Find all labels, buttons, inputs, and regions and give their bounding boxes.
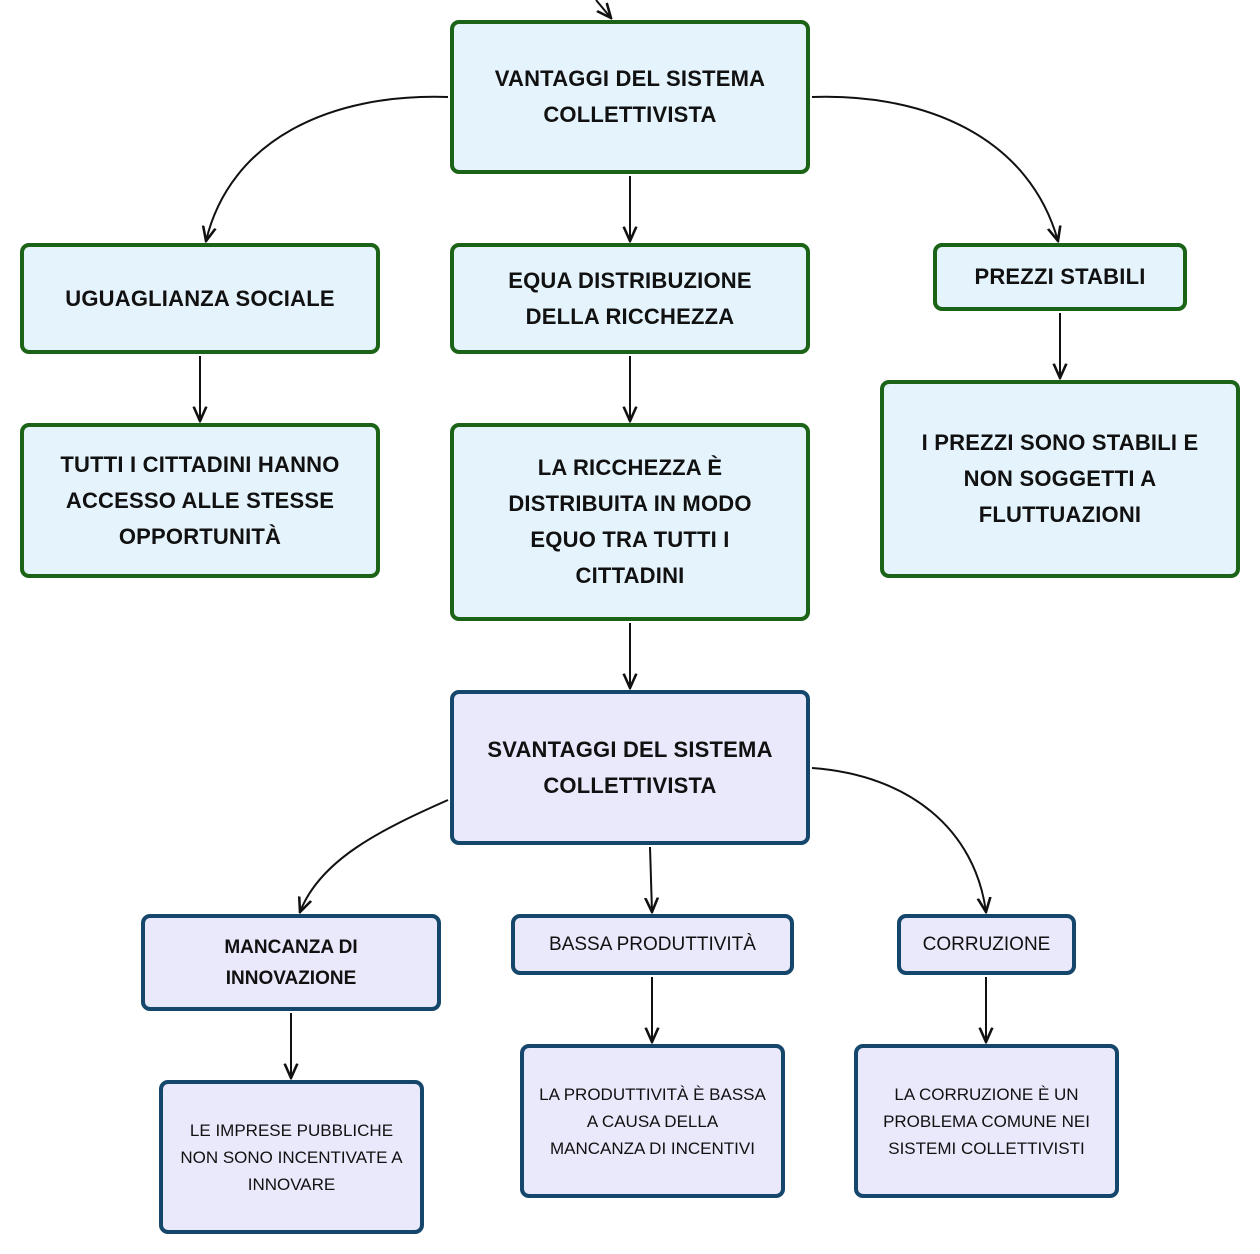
node-text: ACCESSO ALLE STESSE [65,487,335,513]
node-text: EQUO TRA TUTTI I [530,527,730,552]
node-text: COLLETTIVISTA [543,772,717,798]
node-text: A CAUSA DELLA [586,1111,719,1131]
node-equa-distribuzione: EQUA DISTRIBUZIONE DELLA RICCHEZZA [450,243,810,354]
edge-vantaggi-uguaglianza [206,95,449,241]
node-text: DELLA RICCHEZZA [525,303,735,329]
node-text: I PREZZI SONO STABILI E [921,430,1199,455]
node-text: OPPORTUNITÀ [118,523,282,549]
node-produttivita-bassa: LA PRODUTTIVITÀ È BASSA A CAUSA DELLA MANC… [520,1044,785,1198]
node-prezzi-stabili: PREZZI STABILI [933,243,1187,311]
node-text: TUTTI I CITTADINI HANNO [60,451,340,477]
node-text: INNOVAZIONE [225,967,357,989]
edge-svantaggi-innovazione [300,799,449,912]
node-text: MANCANZA DI INCENTIVI [550,1138,755,1158]
node-text: EQUA DISTRIBUZIONE [508,267,752,293]
node-ricchezza-distribuita: LA RICCHEZZA È DISTRIBUITA IN MODO EQUO TR… [450,423,810,621]
node-bassa-produttivita: BASSA PRODUTTIVITÀ [511,914,794,975]
node-text: SVANTAGGI DEL SISTEMA [487,736,773,762]
node-uguaglianza-sociale: UGUAGLIANZA SOCIALE [20,243,380,354]
node-vantaggi: VANTAGGI DEL SISTEMA COLLETTIVISTA [450,20,810,174]
edge-incoming-vantaggi [595,0,611,18]
node-corruzione: CORRUZIONE [897,914,1076,975]
node-text: MANCANZA DI [224,936,358,958]
node-text: LA RICCHEZZA È [537,455,723,480]
node-mancanza-innovazione: MANCANZA DI INNOVAZIONE [141,914,441,1011]
node-text: SISTEMI COLLETTIVISTI [888,1138,1085,1158]
node-tutti-cittadini: TUTTI I CITTADINI HANNO ACCESSO ALLE STES… [20,423,380,578]
node-text: UGUAGLIANZA SOCIALE [65,285,335,311]
node-prezzi-non-soggetti: I PREZZI SONO STABILI E NON SOGGETTI A FLU… [880,380,1240,578]
node-svantaggi: SVANTAGGI DEL SISTEMA COLLETTIVISTA [450,690,810,845]
edge-svantaggi-bassa [650,846,652,912]
node-text: LA PRODUTTIVITÀ È BASSA [539,1084,766,1104]
node-text: CORRUZIONE [922,933,1051,955]
node-text: NON SOGGETTI A [963,466,1157,491]
edge-svantaggi-corruzione [811,767,986,912]
node-text: VANTAGGI DEL SISTEMA [494,66,766,91]
node-text: LE IMPRESE PUBBLICHE [189,1120,394,1140]
node-text: CITTADINI [575,563,685,588]
node-text: NON SONO INCENTIVATE A [180,1147,403,1167]
node-text: LA CORRUZIONE È UN [894,1084,1079,1104]
node-text: FLUTTUAZIONI [978,502,1142,527]
node-text: PREZZI STABILI [974,264,1146,289]
node-text: DISTRIBUITA IN MODO [508,491,752,516]
node-text: INNOVARE [247,1174,336,1194]
node-imprese-pubbliche: LE IMPRESE PUBBLICHE NON SONO INCENTIVATE… [159,1080,424,1234]
node-text: BASSA PRODUTTIVITÀ [549,933,756,955]
node-corruzione-problema: LA CORRUZIONE È UN PROBLEMA COMUNE NEI SIS… [854,1044,1119,1198]
node-text: PROBLEMA COMUNE NEI [883,1111,1090,1131]
edge-vantaggi-prezzi [811,95,1058,241]
node-text: COLLETTIVISTA [543,102,717,127]
